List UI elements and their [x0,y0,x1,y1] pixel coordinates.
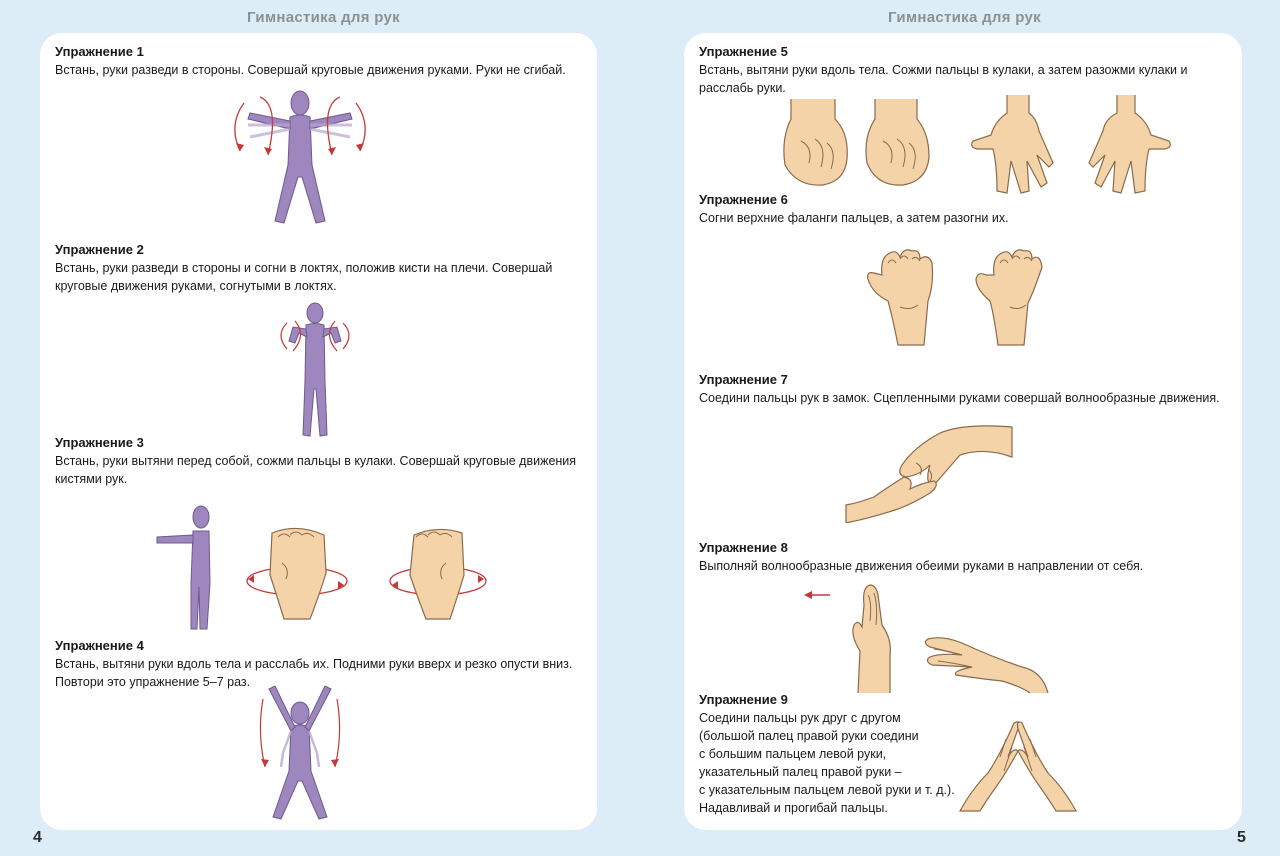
exercise-6-text: Согни верхние фаланги пальцев, а затем р… [699,211,1009,225]
exercise-7-text: Соедини пальцы рук в замок. Сцепленными … [699,391,1220,405]
exercise-7: Упражнение 7 Соедини пальцы рук в замок.… [699,371,1229,407]
exercise-5: Упражнение 5 Встань, вытяни руки вдоль т… [699,43,1229,97]
right-page-number: 5 [1237,829,1246,846]
exercise-3-text: Встань, руки вытяни перед собой, сожми п… [55,454,577,486]
exercise-3-figure-illustration [153,503,217,633]
right-page-card: Упражнение 5 Встань, вытяни руки вдоль т… [684,33,1242,830]
exercise-8-horizontal-hand-illustration [922,631,1052,697]
exercise-3-fist-left-illustration [240,523,355,623]
exercise-2: Упражнение 2 Встань, руки разведи в стор… [55,241,585,295]
exercise-9-text-line-5: с указательным пальцем левой руки и т. д… [699,783,955,797]
exercise-9-text-line-4: указательный палец правой руки – [699,765,902,779]
exercise-2-title: Упражнение 2 [55,242,144,257]
exercise-6: Упражнение 6 Согни верхние фаланги пальц… [699,191,1229,227]
exercise-2-figure-illustration [273,301,357,441]
exercise-1-title: Упражнение 1 [55,44,144,59]
exercise-9-joined-fingers-illustration [956,717,1080,813]
exercise-6-title: Упражнение 6 [699,192,788,207]
exercise-9-text-line-1: Соедини пальцы рук друг с другом [699,711,901,725]
exercise-9-text-line-6: Надавливай и прогибай пальцы. [699,801,888,815]
left-page-number: 4 [33,829,42,846]
exercise-7-clasped-hands-illustration [844,423,1014,523]
exercise-4-text-line-2: Повтори это упражнение 5–7 раз. [55,675,251,689]
exercise-9-title: Упражнение 9 [699,692,788,707]
exercise-1-figure-illustration [230,85,370,227]
exercise-8-arrow-icon [802,589,832,601]
exercise-5-fists-illustration [779,89,949,189]
exercise-8: Упражнение 8 Выполняй волнообразные движ… [699,539,1229,575]
exercise-9: Упражнение 9 Соедини пальцы рук друг с д… [699,691,1029,817]
exercise-3-fist-right-illustration [386,523,491,623]
exercise-1: Упражнение 1 Встань, руки разведи в стор… [55,43,585,79]
exercise-5-open-hands-illustration [967,91,1177,196]
right-page-header: Гимнастика для рук [888,9,1041,26]
exercise-8-title: Упражнение 8 [699,540,788,555]
left-page-card: Упражнение 1 Встань, руки разведи в стор… [40,33,597,830]
exercise-3-title: Упражнение 3 [55,435,144,450]
exercise-3: Упражнение 3 Встань, руки вытяни перед с… [55,434,590,488]
exercise-4-text-line-1: Встань, вытяни руки вдоль тела и расслаб… [55,657,573,671]
exercise-5-text: Встань, вытяни руки вдоль тела. Сожми па… [699,63,1188,95]
left-page-header: Гимнастика для рук [247,9,400,26]
exercise-8-vertical-hand-illustration [848,581,896,696]
exercise-1-text: Встань, руки разведи в стороны. Совершай… [55,63,566,77]
exercise-7-title: Упражнение 7 [699,372,788,387]
exercise-9-text-line-2: (большой палец правой руки соедини [699,729,919,743]
exercise-9-text-line-3: с большим пальцем левой руки, [699,747,887,761]
exercise-4-title: Упражнение 4 [55,638,144,653]
exercise-4-figure-illustration [255,683,345,823]
exercise-5-title: Упражнение 5 [699,44,788,59]
exercise-2-text: Встань, руки разведи в стороны и согни в… [55,261,553,293]
exercise-4: Упражнение 4 Встань, вытяни руки вдоль т… [55,637,590,691]
exercise-6-bent-fingers-illustration [862,245,1047,350]
exercise-8-text: Выполняй волнообразные движения обеими р… [699,559,1144,573]
